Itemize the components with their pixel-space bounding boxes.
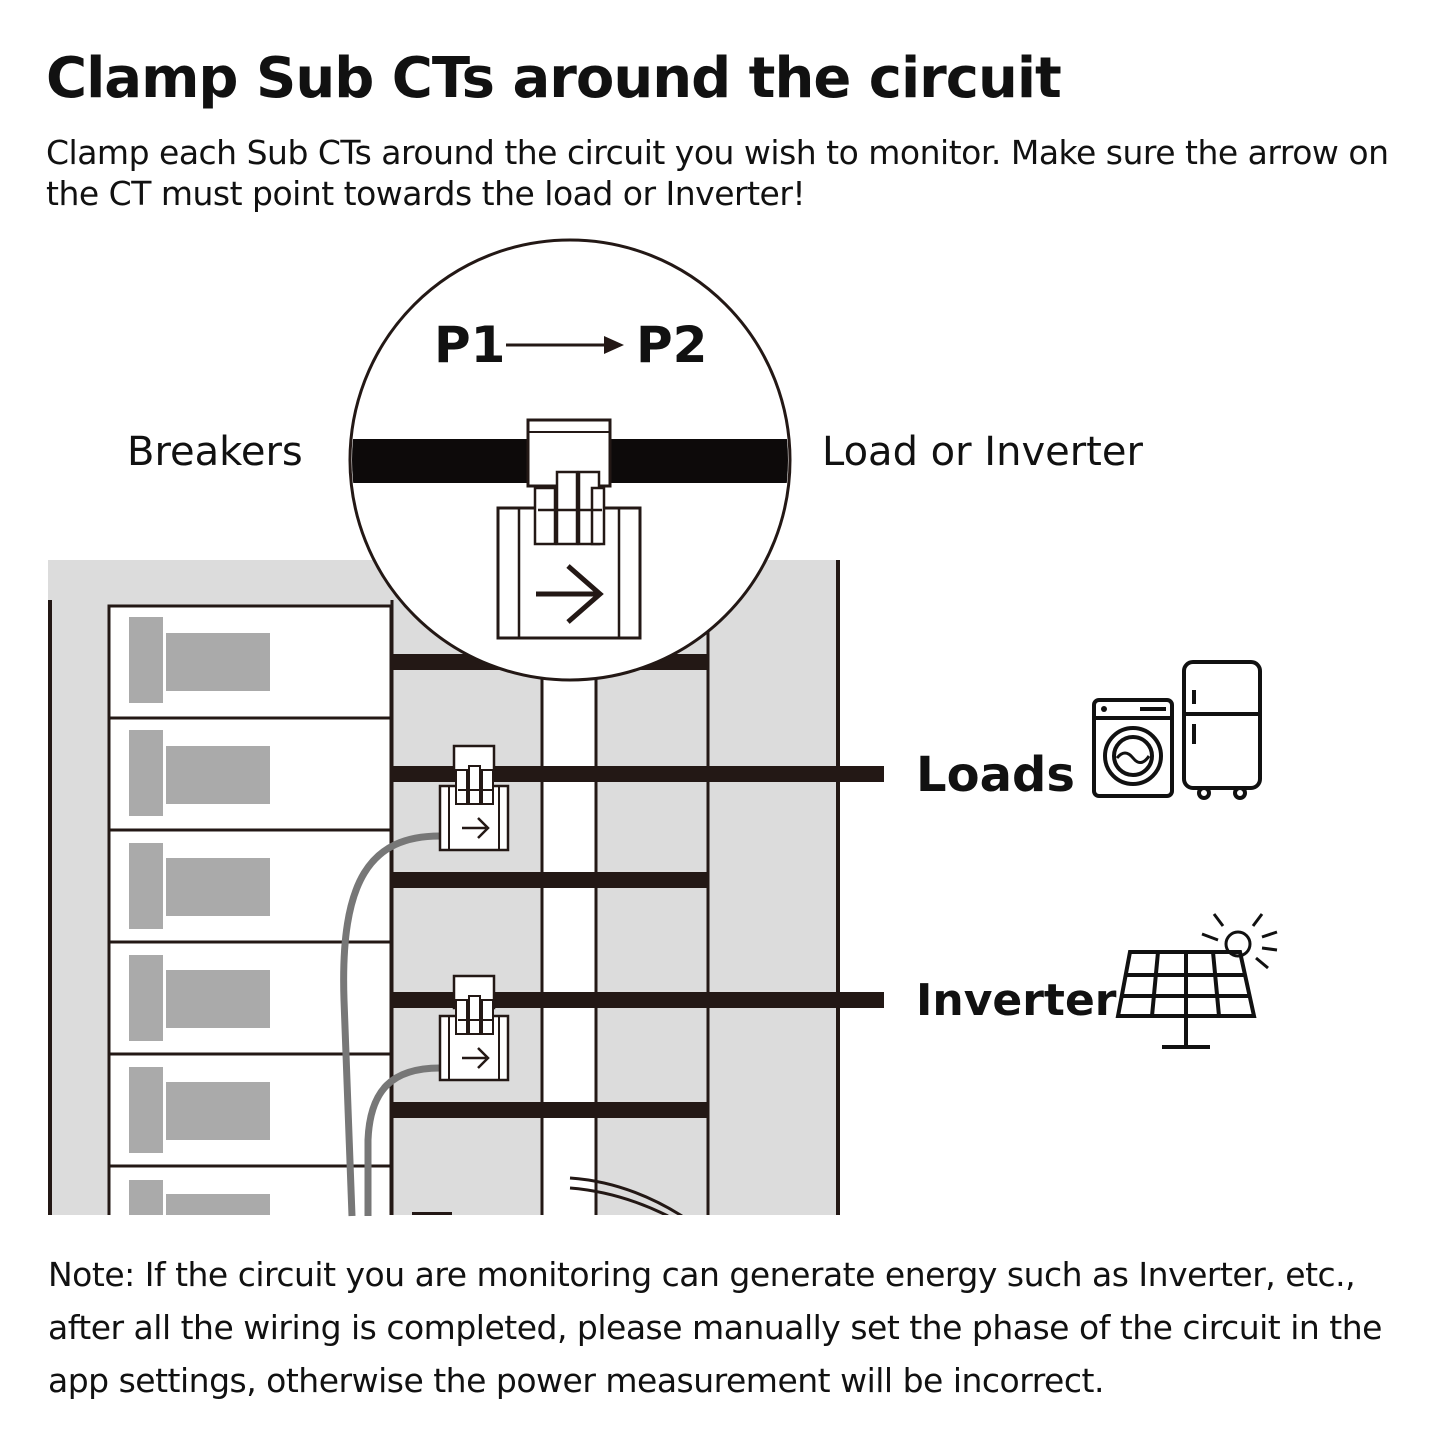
page-title: Clamp Sub CTs around the circuit: [46, 46, 1062, 111]
ct-clamp-icon: [496, 418, 642, 640]
electrical-panel: [48, 560, 840, 1215]
washing-machine-icon: [1092, 698, 1174, 798]
breakers-label: Breakers: [127, 429, 303, 475]
load-or-inverter-label: Load or Inverter: [822, 429, 1143, 475]
instruction-text: Clamp each Sub CTs around the circuit yo…: [46, 133, 1389, 213]
inverter-circuit-wire: [392, 992, 884, 1008]
direction-arrow-icon: [506, 336, 624, 354]
inverter-label: Inverter: [916, 975, 1117, 1026]
p2-label: P2: [636, 316, 707, 374]
magnified-ct-view: P1 P2: [348, 238, 792, 682]
solar-panel-icon: [1115, 950, 1257, 1049]
p1-label: P1: [434, 316, 505, 374]
sun-icon: [1201, 913, 1278, 970]
load-circuit-wire: [392, 766, 884, 782]
loads-label: Loads: [916, 747, 1075, 803]
note-text: Note: If the circuit you are monitoring …: [48, 1255, 1382, 1400]
refrigerator-icon: [1182, 660, 1262, 800]
arrow-right-icon: [536, 564, 604, 624]
breaker-column: [107, 604, 393, 1215]
